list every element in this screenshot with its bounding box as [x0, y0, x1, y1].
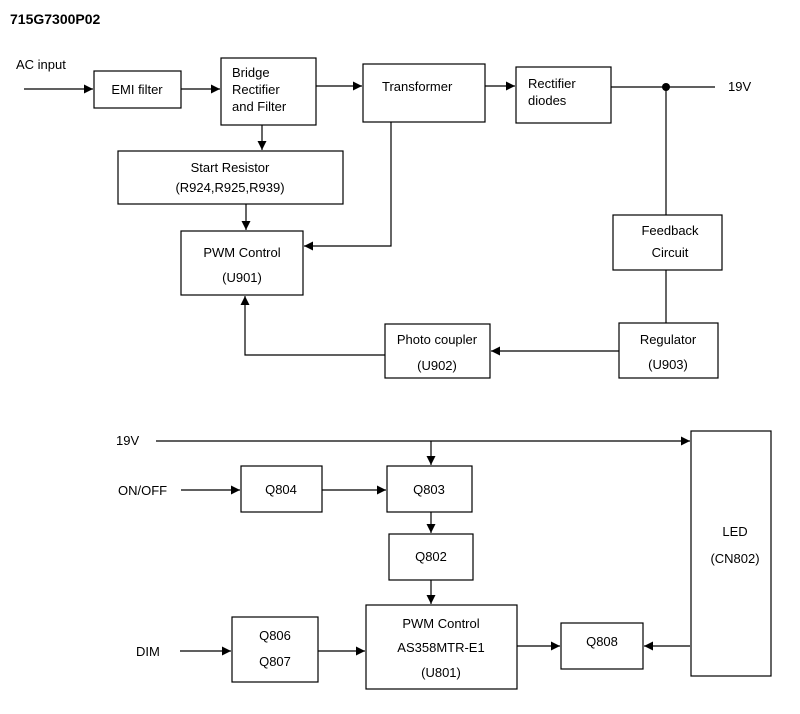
start-resistor-line1: Start Resistor: [191, 160, 270, 175]
photo-coupler-line2: (U902): [417, 358, 457, 373]
pwm-control-u901-block: PWM Control (U901): [180, 230, 304, 296]
q803-label: Q803: [413, 482, 445, 497]
led-label-line1: LED: [722, 524, 747, 539]
transformer-block: Transformer: [362, 63, 486, 123]
pwm-control-u901-line2: (U901): [222, 270, 262, 285]
output-19v-label: 19V: [728, 79, 751, 94]
rectifier-diodes-line2: diodes: [528, 93, 567, 108]
feedback-line1: Feedback: [641, 223, 699, 238]
regulator-line1: Regulator: [640, 332, 697, 347]
start-resistor-line2: (R924,R925,R939): [175, 180, 284, 195]
bridge-label-line2: Rectifier: [232, 82, 280, 97]
bridge-label-line3: and Filter: [232, 99, 287, 114]
q804-label: Q804: [265, 482, 297, 497]
feedback-line2: Circuit: [652, 245, 689, 260]
photo-coupler-line1: Photo coupler: [397, 332, 478, 347]
emi-filter-label: EMI filter: [111, 82, 163, 97]
transformer-label: Transformer: [382, 79, 453, 94]
q808-label: Q808: [586, 634, 618, 649]
q803-block: Q803: [386, 465, 473, 513]
pwm-control-u801-line2: AS358MTR-E1: [397, 640, 484, 655]
diagram-title: 715G7300P02: [10, 11, 101, 27]
q806-label: Q806: [259, 628, 291, 643]
pwm-control-u901-line1: PWM Control: [203, 245, 280, 260]
ac-input-label: AC input: [16, 57, 66, 72]
start-resistor-block: Start Resistor (R924,R925,R939): [117, 150, 344, 205]
regulator-line2: (U903): [648, 357, 688, 372]
q806-q807-block: Q806 Q807: [231, 616, 319, 683]
q802-label: Q802: [415, 549, 447, 564]
photo-coupler-u902-block: Photo coupler (U902): [384, 323, 491, 379]
transformer-feedback-to-pwm-arrow: [304, 122, 392, 251]
q808-block: Q808: [560, 622, 644, 670]
q807-label: Q807: [259, 654, 291, 669]
bridge-label-line1: Bridge: [232, 65, 270, 80]
q804-block: Q804: [240, 465, 323, 513]
backlight-19v-label: 19V: [116, 433, 139, 448]
rectifier-diodes-line1: Rectifier: [528, 76, 576, 91]
pwm-control-u801-line3: (U801): [421, 665, 461, 680]
pwm-control-u801-line1: PWM Control: [402, 616, 479, 631]
pwm-control-u801-block: PWM Control AS358MTR-E1 (U801): [365, 604, 518, 690]
led-cn802-block: LED (CN802): [690, 430, 772, 677]
q802-block: Q802: [388, 533, 474, 581]
photo-coupler-to-pwm-arrow: [240, 296, 385, 356]
feedback-circuit-block: Feedback Circuit: [612, 214, 723, 271]
on-off-label: ON/OFF: [118, 483, 167, 498]
bridge-rectifier-block: Bridge Rectifier and Filter: [220, 57, 317, 126]
dim-label: DIM: [136, 644, 160, 659]
rectifier-diodes-block: Rectifier diodes: [515, 66, 612, 124]
emi-filter-block: EMI filter: [93, 70, 182, 109]
regulator-u903-block: Regulator (U903): [618, 322, 719, 379]
led-label-line2: (CN802): [710, 551, 759, 566]
